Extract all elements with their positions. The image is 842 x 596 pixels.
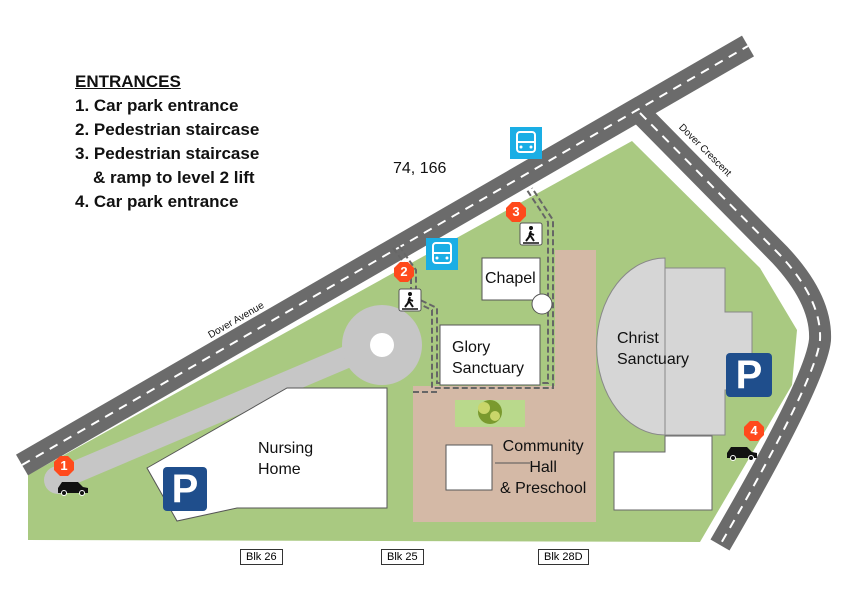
- badge-number: 4: [750, 423, 758, 438]
- label-line: Hall: [529, 459, 557, 476]
- entrance-badge-4[interactable]: 4: [744, 421, 764, 441]
- legend-title: ENTRANCES: [75, 72, 181, 91]
- chapel-label: Chapel: [485, 270, 536, 287]
- block-label: Blk 28D: [538, 549, 589, 565]
- label-line: Christ: [617, 330, 659, 347]
- label-line: Sanctuary: [452, 360, 525, 377]
- label-line: & Preschool: [500, 480, 587, 497]
- annex-building: [613, 435, 713, 511]
- glory-sanctuary-building: [439, 324, 541, 386]
- block-label: Blk 25: [381, 549, 424, 565]
- entrance-badge-2[interactable]: 2: [394, 262, 414, 282]
- legend-item: 2. Pedestrian staircase: [75, 120, 260, 139]
- parking-sign: P: [163, 467, 207, 511]
- legend-item: 4. Car park entrance: [75, 192, 239, 211]
- chapel-building: [481, 257, 541, 301]
- label-line: Nursing: [258, 440, 314, 457]
- bus-routes: 74, 166: [393, 160, 447, 177]
- tree-icon: [478, 400, 502, 424]
- entrance-badge-1[interactable]: 1: [54, 456, 74, 476]
- badge-number: 3: [512, 204, 520, 219]
- legend-item: & ramp to level 2 lift: [93, 168, 255, 187]
- badge-number: 1: [60, 458, 68, 473]
- dover-crescent-road: [632, 105, 832, 551]
- entrance-badge-3[interactable]: 3: [506, 202, 526, 222]
- legend-item: 1. Car park entrance: [75, 96, 239, 115]
- badge-number: 2: [400, 264, 408, 279]
- parking-sign: P: [726, 353, 772, 397]
- label-line: Sanctuary: [617, 351, 690, 368]
- label-line: Community: [502, 438, 584, 455]
- entrances-legend: ENTRANCES 1. Car park entrance 2. Pedest…: [75, 70, 259, 214]
- block-label: Blk 26: [240, 549, 283, 565]
- pedestrian-paths: [392, 187, 554, 393]
- label-line: Glory: [452, 339, 491, 356]
- lift-circle: [531, 293, 553, 315]
- nursing-home-building: [146, 387, 388, 522]
- label-line: Home: [258, 461, 301, 478]
- community-hall-building: [445, 444, 493, 491]
- dover-avenue-road: [16, 35, 754, 476]
- legend-item: 3. Pedestrian staircase: [75, 144, 260, 163]
